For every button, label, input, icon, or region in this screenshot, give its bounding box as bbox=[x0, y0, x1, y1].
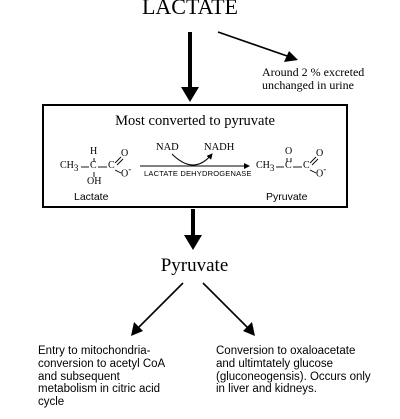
arrow-lactate-to-box bbox=[181, 32, 199, 102]
lactate-oh: OH bbox=[87, 176, 102, 187]
enzyme-label: LACTATE DEHYDROGENASE bbox=[144, 169, 252, 178]
pyruvate-bonds bbox=[276, 156, 319, 174]
pyruvate-c-acid: C bbox=[303, 160, 310, 171]
reaction-box: Most converted to pyruvate H CH3 C C O O… bbox=[42, 104, 348, 208]
lactate-o-neg: O- bbox=[121, 164, 132, 180]
excretion-line-1: Around 2 % excreted bbox=[262, 65, 365, 79]
arrow-to-excretion bbox=[217, 31, 298, 62]
lactate-o-double: O bbox=[121, 148, 129, 159]
arrow-to-mitochondria bbox=[131, 282, 184, 336]
lactate-ch3: CH3 bbox=[60, 160, 79, 173]
reaction-bonds bbox=[81, 153, 319, 177]
arrow-box-to-pyruvate bbox=[184, 209, 202, 250]
lactate-c-main: C bbox=[90, 160, 97, 171]
pyruvate-o-double: O bbox=[316, 148, 324, 159]
fate-mitochondria: Entry to mitochondria- conversion to ace… bbox=[38, 345, 165, 409]
fate-gluconeogenesis: Conversion to oxaloacetate and ultimtate… bbox=[216, 345, 371, 396]
nadh-label: NADH bbox=[204, 142, 235, 153]
pyruvate-title: Pyruvate bbox=[160, 255, 229, 276]
pyruvate-ch3: CH3 bbox=[256, 160, 275, 173]
lactate-c-acid: C bbox=[108, 160, 115, 171]
cofactor-curve-arrow bbox=[171, 153, 213, 166]
pyruvate-label: Pyruvate bbox=[266, 191, 308, 203]
lactate-label: Lactate bbox=[74, 191, 109, 203]
lactate-title: LACTATE bbox=[141, 0, 238, 19]
excretion-line-2: unchanged in urine bbox=[262, 78, 354, 92]
pyruvate-o-neg: O- bbox=[316, 164, 327, 180]
pyruvate-c-main: C bbox=[285, 160, 292, 171]
pyruvate-o-top: O bbox=[285, 146, 293, 157]
lactate-bonds bbox=[81, 156, 124, 177]
lactate-h: H bbox=[90, 146, 98, 157]
reaction-box-title: Most converted to pyruvate bbox=[115, 113, 275, 129]
nad-label: NAD bbox=[156, 142, 179, 153]
arrow-to-gluconeogenesis bbox=[202, 282, 255, 336]
excretion-note: Around 2 % excreted unchanged in urine bbox=[262, 66, 364, 92]
